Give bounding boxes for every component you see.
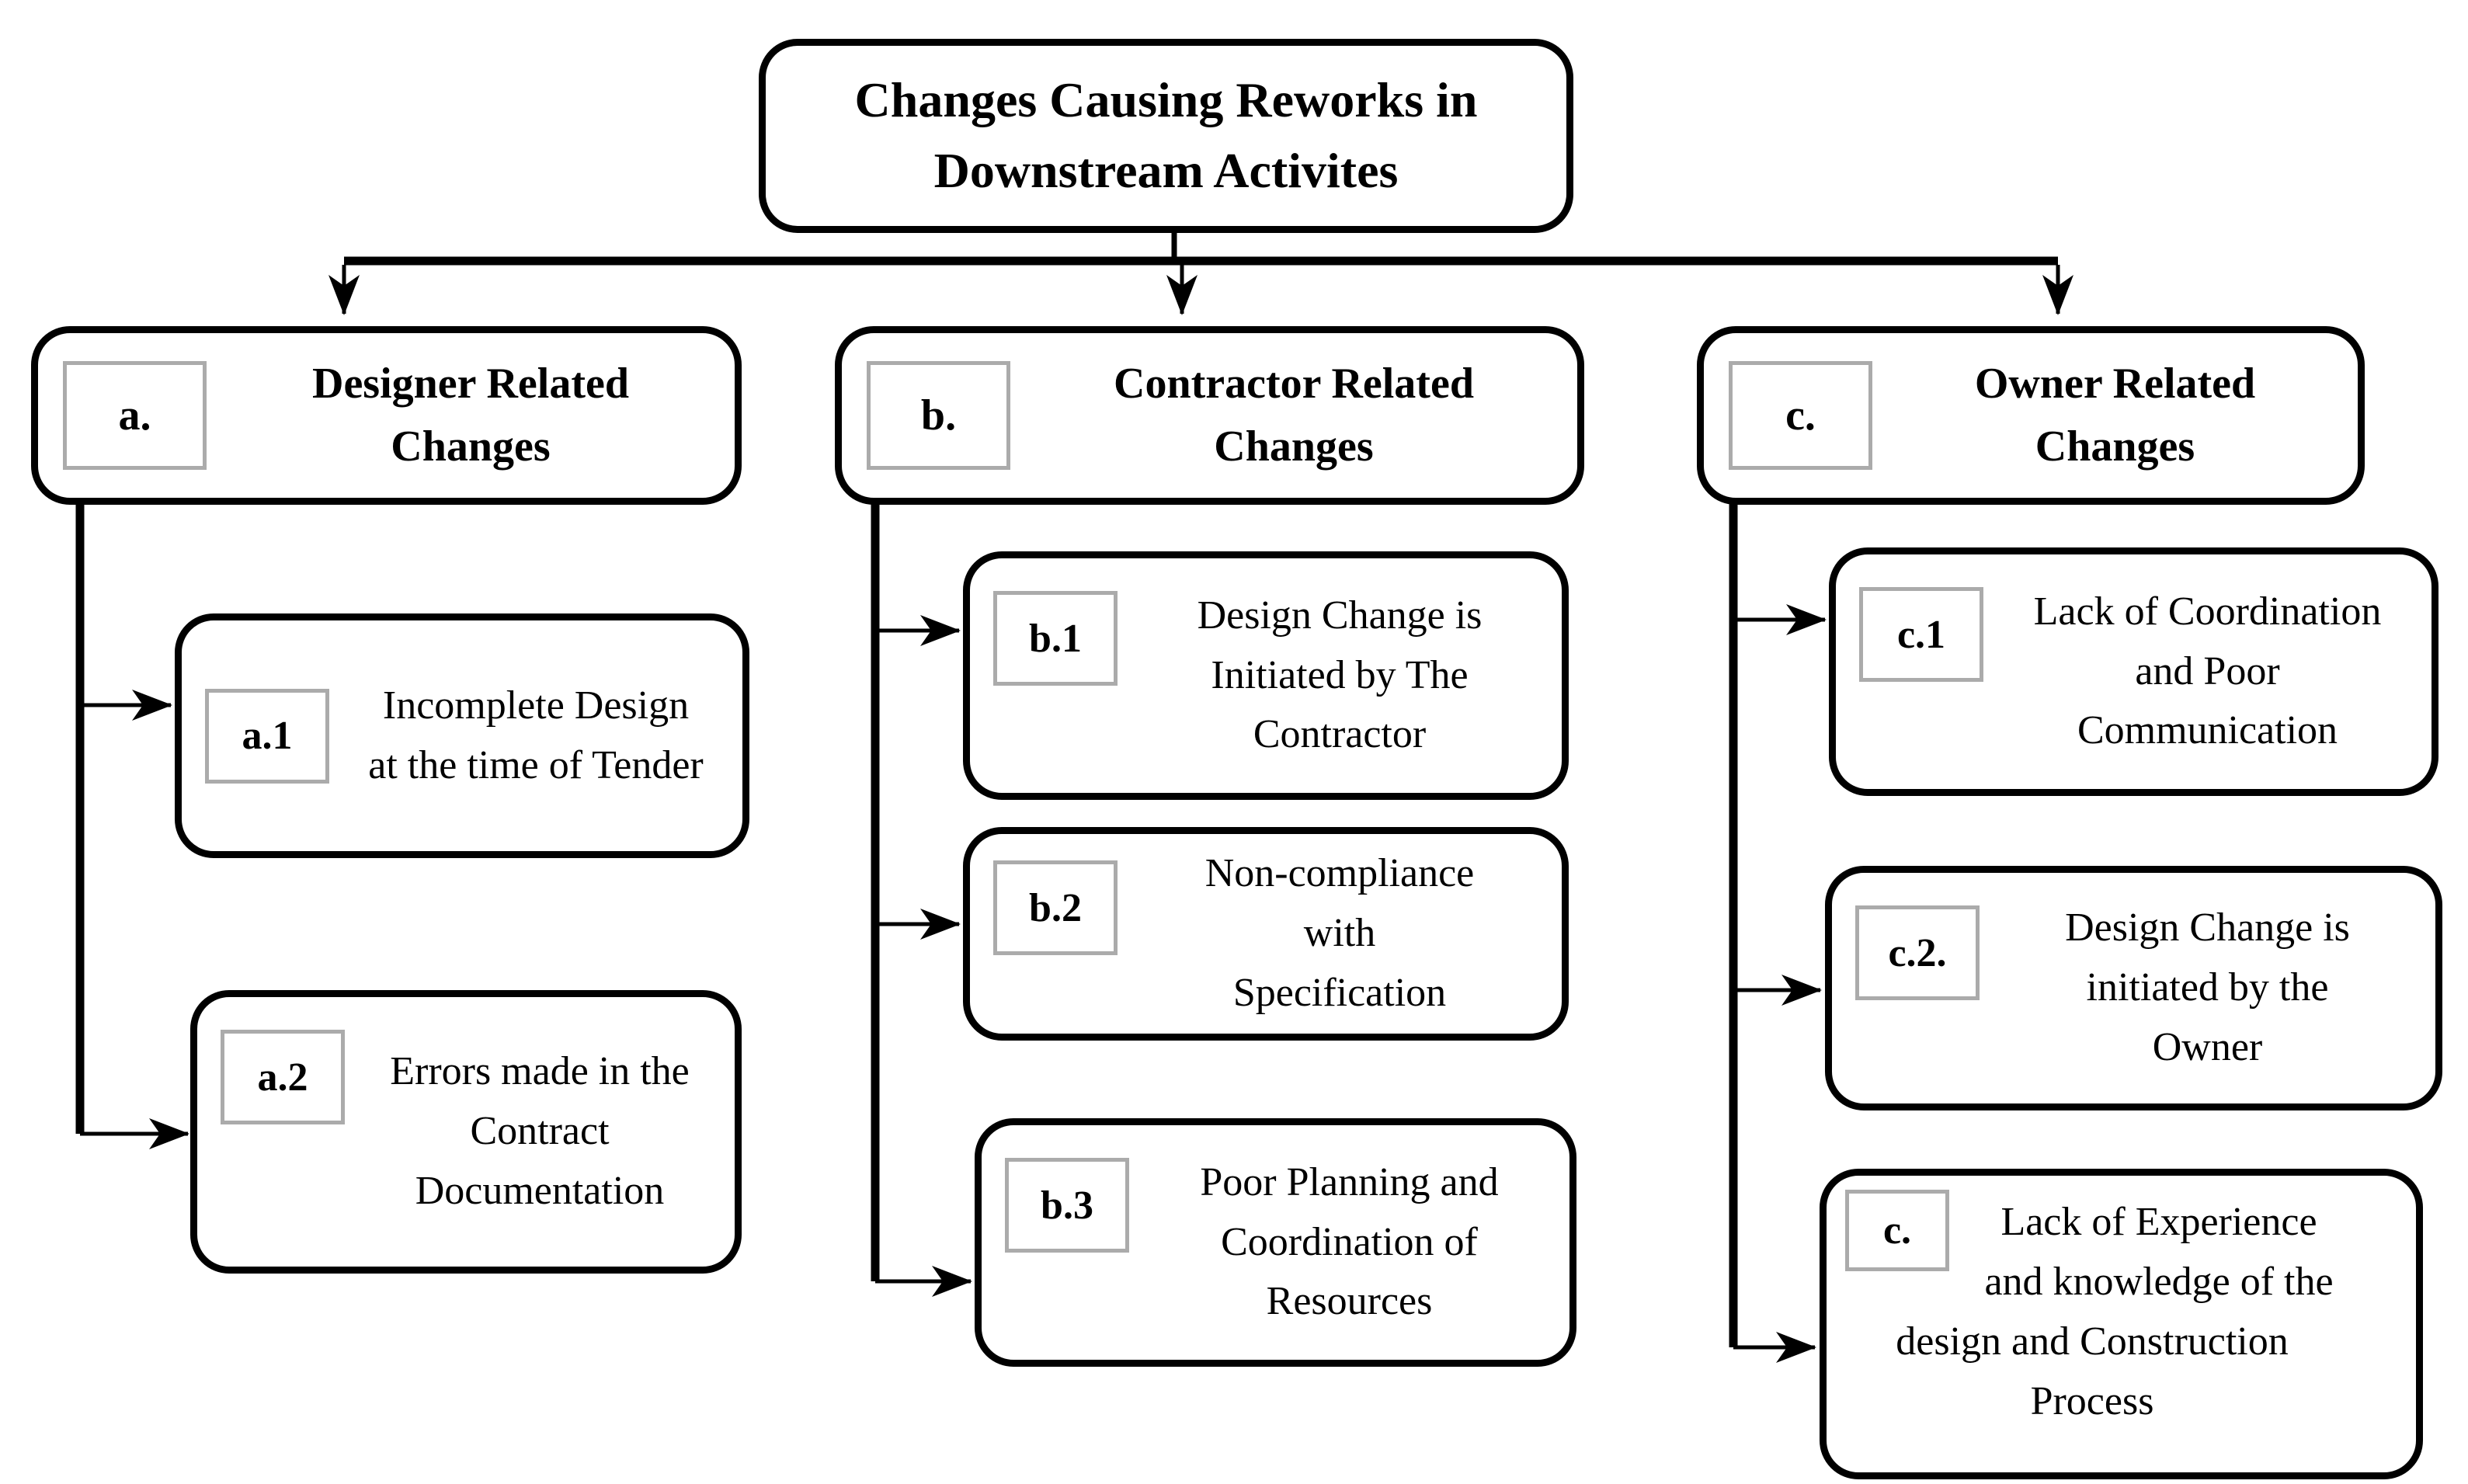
- cause-tag-a1: a.1: [205, 688, 329, 784]
- cause-tag-b3: b.3: [1005, 1158, 1129, 1253]
- category-box-owner: c. Owner Related Changes: [1697, 326, 2365, 505]
- cause-tag-a2: a.2: [221, 1030, 345, 1124]
- cause-tag-c1: c.1: [1859, 587, 1983, 682]
- category-box-contractor: b. Contractor Related Changes: [835, 326, 1584, 505]
- cause-label-c2: Design Change is initiated by the Owner: [2065, 905, 2350, 1069]
- cause-tag-b1: b.1: [993, 591, 1118, 686]
- category-tag-designer: a.: [63, 361, 207, 470]
- cause-box-c3: c. Lack of Experience and knowledge of t…: [1820, 1169, 2423, 1479]
- cause-box-c1: c.1 Lack of Coordination and Poor Commun…: [1829, 547, 2438, 796]
- cause-label-b1: Design Change is Initiated by The Contra…: [1197, 593, 1483, 757]
- cause-label-a2: Errors made in the Contract Documentatio…: [390, 1049, 690, 1213]
- cause-box-a1: a.1 Incomplete Design at the time of Ten…: [175, 613, 749, 858]
- category-label-designer: Designer Related Changes: [312, 359, 629, 471]
- cause-box-b3: b.3 Poor Planning and Coordination of Re…: [975, 1118, 1576, 1367]
- cause-label-a1: Incomplete Design at the time of Tender: [368, 683, 704, 787]
- category-box-designer: a. Designer Related Changes: [31, 326, 742, 505]
- cause-tag-b2: b.2: [993, 860, 1118, 955]
- cause-tag-c3: c.: [1845, 1190, 1949, 1271]
- diagram-title-box: Changes Causing Reworks in Downstream Ac…: [759, 39, 1573, 233]
- diagram-title: Changes Causing Reworks in Downstream Ac…: [854, 72, 1478, 198]
- category-tag-contractor: b.: [867, 361, 1010, 470]
- cause-label-c1: Lack of Coordination and Poor Communicat…: [2033, 589, 2382, 753]
- category-label-owner: Owner Related Changes: [1974, 359, 2256, 471]
- category-label-contractor: Contractor Related Changes: [1114, 359, 1474, 471]
- cause-box-a2: a.2 Errors made in the Contract Document…: [190, 990, 742, 1274]
- cause-box-b2: b.2 Non-compliance with Specification: [963, 827, 1569, 1041]
- cause-label-b3: Poor Planning and Coordination of Resour…: [1200, 1159, 1499, 1324]
- cause-box-c2: c.2. Design Change is initiated by the O…: [1825, 866, 2442, 1110]
- cause-tag-c2: c.2.: [1855, 905, 1980, 1000]
- cause-label-b2: Non-compliance with Specification: [1204, 851, 1475, 1015]
- cause-box-b1: b.1 Design Change is Initiated by The Co…: [963, 551, 1569, 800]
- cause-label-c3: Lack of Experience and knowledge of the …: [1896, 1200, 2334, 1423]
- category-tag-owner: c.: [1729, 361, 1872, 470]
